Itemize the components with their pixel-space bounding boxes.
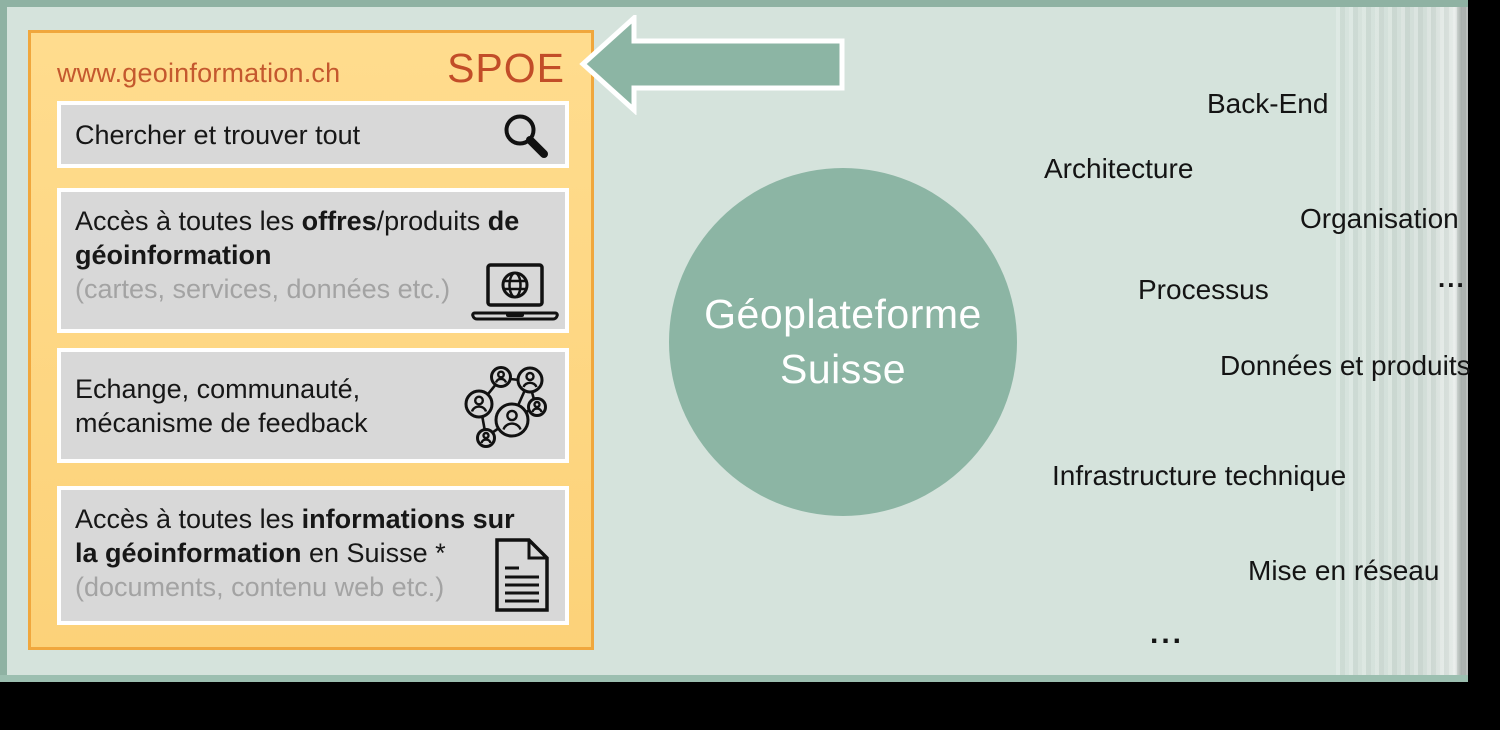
laptop-globe-icon bbox=[471, 262, 559, 324]
slide-border-bottom bbox=[0, 675, 1468, 682]
label-mise-en-reseau: Mise en réseau bbox=[1248, 555, 1440, 586]
slide-border-top bbox=[0, 0, 1468, 7]
community-box: Echange, communauté, mécanisme de feedba… bbox=[57, 348, 569, 463]
spoe-panel-header: www.geoinformation.ch SPOE bbox=[57, 45, 565, 93]
label-architecture: Architecture bbox=[1044, 153, 1194, 184]
offers-box: Accès à toutes les offres/produits de gé… bbox=[57, 188, 569, 333]
label-processus: Processus bbox=[1138, 274, 1269, 305]
info-box: Accès à toutes les informations sur la g… bbox=[57, 486, 569, 625]
spoe-badge: SPOE bbox=[447, 45, 565, 91]
search-label: Chercher et trouver tout bbox=[75, 119, 361, 150]
label-ellipsis-right: ... bbox=[1438, 263, 1466, 293]
people-network-icon bbox=[463, 363, 549, 449]
search-box: Chercher et trouver tout bbox=[57, 101, 569, 168]
arrow-left-icon bbox=[579, 15, 847, 115]
geoinformation-url: www.geoinformation.ch bbox=[57, 58, 341, 88]
label-back-end: Back-End bbox=[1207, 88, 1329, 119]
slide-border-left bbox=[0, 0, 7, 682]
magnifier-icon bbox=[499, 109, 551, 161]
info-note: (documents, contenu web etc.) bbox=[75, 572, 445, 602]
circle-title-line2: Suisse bbox=[779, 346, 907, 392]
label-organisation: Organisation bbox=[1300, 203, 1459, 234]
community-label: Echange, communauté, mécanisme de feedba… bbox=[75, 373, 368, 438]
label-ellipsis-bottom: ... bbox=[1150, 617, 1185, 650]
offers-text: Accès à toutes les offres/produits de gé… bbox=[75, 206, 520, 270]
offers-note: (cartes, services, données etc.) bbox=[75, 274, 451, 304]
info-text: Accès à toutes les informations sur la g… bbox=[75, 504, 515, 568]
label-donnees-et-produits: Données et produits bbox=[1220, 350, 1471, 381]
label-infrastructure-technique: Infrastructure technique bbox=[1052, 460, 1347, 491]
geoplateforme-circle: Géoplateforme Suisse bbox=[669, 168, 1017, 516]
document-icon bbox=[493, 537, 551, 613]
spoe-panel: www.geoinformation.ch SPOE Chercher et t… bbox=[28, 30, 594, 650]
slide-background: www.geoinformation.ch SPOE Chercher et t… bbox=[0, 0, 1471, 682]
circle-title-line1: Géoplateforme bbox=[704, 290, 982, 337]
